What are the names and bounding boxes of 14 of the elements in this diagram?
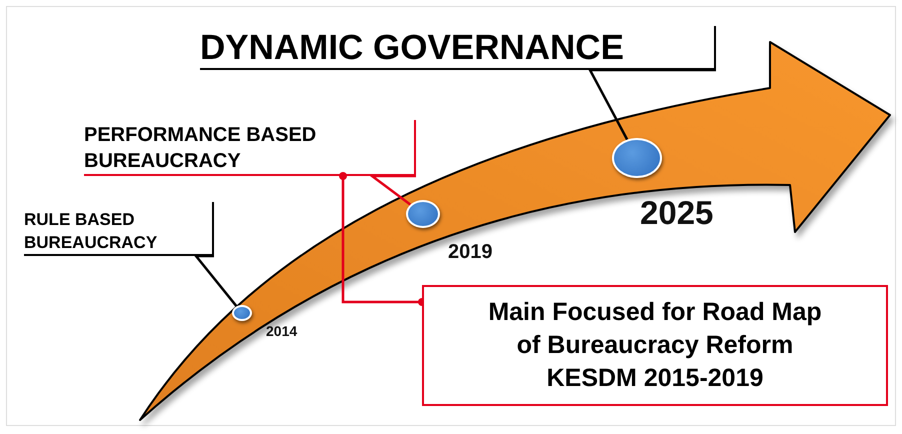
focus-box [422,285,888,406]
leader-line [588,68,716,140]
year-label: 2025 [640,196,714,229]
callout-label [200,26,716,70]
callout-label [84,120,416,176]
leader-line [193,254,238,308]
callout-text: RULE BASED BUREAUCRACY [24,209,158,254]
callout-label [24,202,214,256]
callout-text: PERFORMANCE BASED BUREAUCRACY [84,123,318,174]
year-label: 2014 [266,324,298,338]
callout-text: DYNAMIC GOVERNANCE [200,28,625,68]
leader-line [368,174,416,206]
year-label: 2019 [448,242,494,262]
focus-text: Main Focused for Road Map of Bureaucracy Reform KESDM 2015-2019 [487,297,823,394]
